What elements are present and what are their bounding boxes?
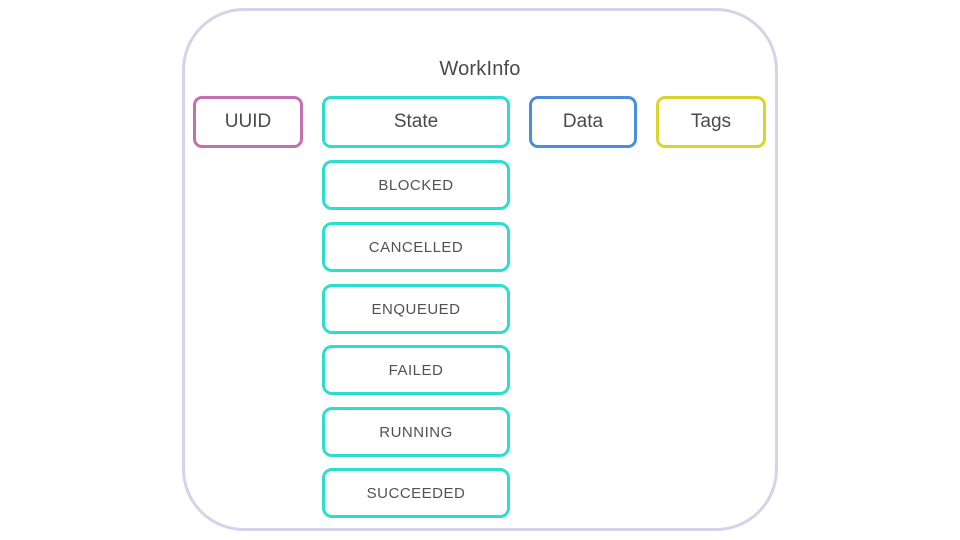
state-box-running: RUNNING	[322, 407, 510, 457]
state-box-failed: FAILED	[322, 345, 510, 395]
state-box-succeeded: SUCCEEDED	[322, 468, 510, 518]
field-box-data: Data	[529, 96, 637, 148]
field-box-uuid: UUID	[193, 96, 303, 148]
state-box-enqueued: ENQUEUED	[322, 284, 510, 334]
field-box-state: State	[322, 96, 510, 148]
state-box-blocked: BLOCKED	[322, 160, 510, 210]
diagram-title: WorkInfo	[439, 58, 521, 80]
workinfo-frame: WorkInfo UUID State Data Tags BLOCKED CA…	[182, 8, 778, 531]
field-box-tags: Tags	[656, 96, 766, 148]
state-box-cancelled: CANCELLED	[322, 222, 510, 272]
